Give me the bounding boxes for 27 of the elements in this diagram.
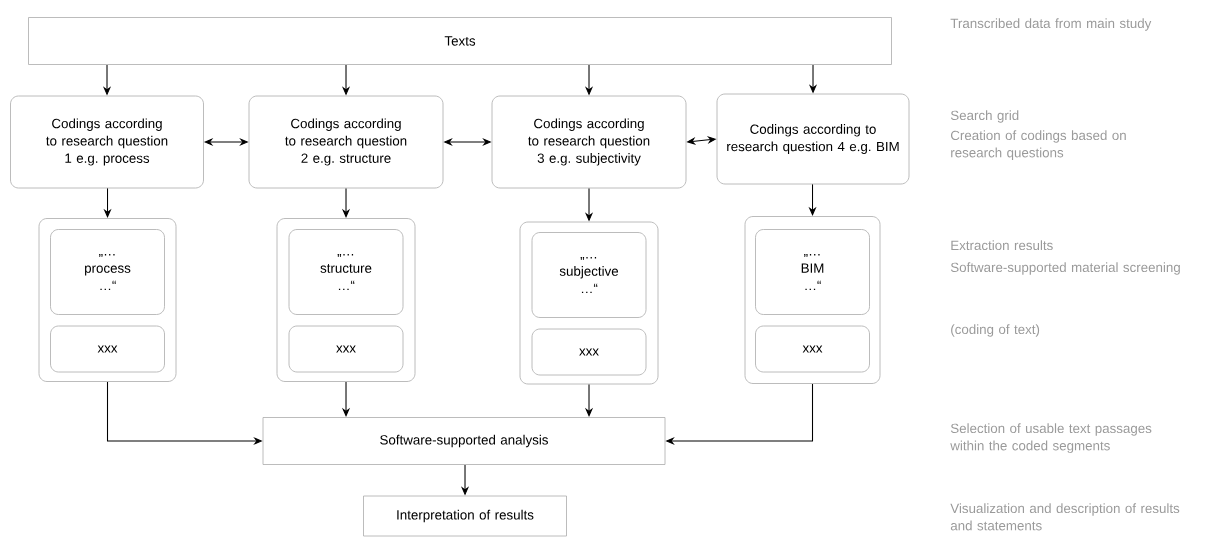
placeholder-box: xxx <box>531 328 647 376</box>
placeholder-box: xxx <box>755 325 870 373</box>
quote-box: „… subjective …“ <box>531 232 647 318</box>
group-box <box>744 216 881 384</box>
side-note: Visualization and description of results and statements <box>950 503 1180 531</box>
side-note: Search grid <box>950 110 1019 123</box>
placeholder-box: xxx <box>50 325 165 373</box>
side-note: Extraction results <box>951 240 1053 251</box>
side-note: (coding of text) <box>951 324 1040 337</box>
quote-box: „… structure …“ <box>288 229 404 315</box>
coding-box: Codings according to research question 1 e.g. process <box>10 95 204 189</box>
coding-box: Codings according to research question 3 e.g. subjectivity <box>491 95 687 189</box>
side-note: Selection of usable text passages within the coded segments <box>950 423 1152 454</box>
group-box <box>519 221 659 385</box>
group-box <box>38 218 177 382</box>
side-note: Creation of codings based on research questions <box>950 130 1126 161</box>
placeholder-box: xxx <box>288 325 404 373</box>
quote-box: „… BIM …“ <box>755 229 870 315</box>
process-box: Software-supported analysis <box>262 417 666 465</box>
quote-box: „… process …“ <box>50 229 165 315</box>
side-note: Transcribed data from main study <box>950 18 1152 31</box>
source-box: Texts <box>28 17 892 65</box>
side-note: Software-supported material screening <box>950 262 1180 275</box>
result-box: Interpretation of results <box>363 495 567 537</box>
coding-box: Codings according to research question 2 e.g. structure <box>248 95 444 189</box>
coding-box: Codings according to research question 4 e.g. BIM <box>716 93 910 185</box>
group-box <box>276 218 416 382</box>
